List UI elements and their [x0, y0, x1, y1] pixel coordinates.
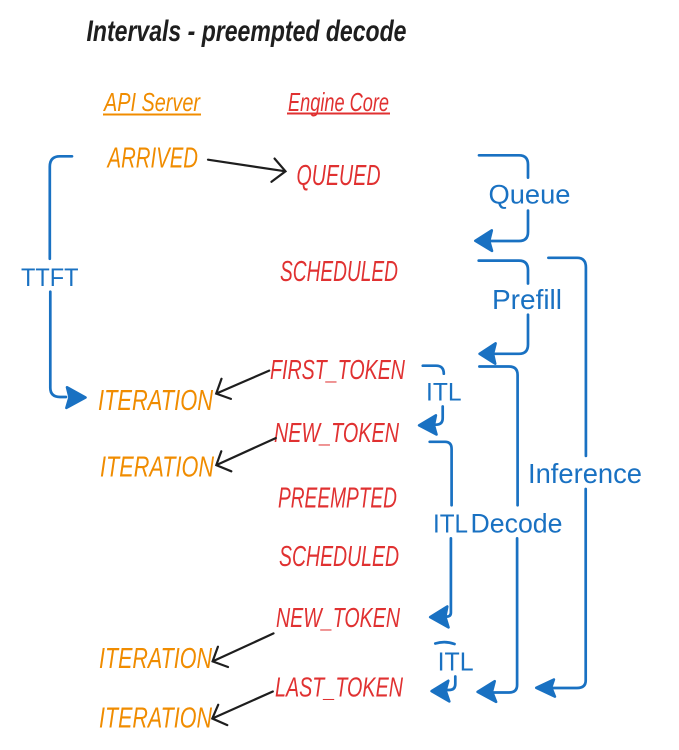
svg-text:NEW_TOKEN: NEW_TOKEN: [276, 602, 401, 633]
svg-text:Intervals - preempted decode: Intervals - preempted decode: [87, 15, 407, 48]
svg-text:ITERATION: ITERATION: [98, 385, 213, 417]
svg-text:FIRST_TOKEN: FIRST_TOKEN: [270, 354, 406, 385]
svg-text:Queue: Queue: [489, 180, 571, 210]
svg-text:LAST_TOKEN: LAST_TOKEN: [275, 672, 404, 703]
svg-text:ITL: ITL: [433, 509, 468, 539]
svg-text:TTFT: TTFT: [21, 264, 79, 292]
svg-text:SCHEDULED: SCHEDULED: [280, 256, 398, 288]
svg-text:QUEUED: QUEUED: [297, 160, 381, 192]
svg-text:ITL: ITL: [438, 647, 474, 677]
svg-text:ITERATION: ITERATION: [99, 703, 212, 735]
svg-text:ITERATION: ITERATION: [99, 643, 212, 675]
svg-text:Engine Core: Engine Core: [288, 87, 389, 117]
svg-text:PREEMPTED: PREEMPTED: [278, 483, 397, 515]
svg-text:NEW_TOKEN: NEW_TOKEN: [274, 417, 400, 448]
svg-text:Prefill: Prefill: [492, 284, 562, 315]
svg-text:ARRIVED: ARRIVED: [106, 143, 198, 175]
svg-text:Decode: Decode: [471, 509, 563, 539]
svg-text:API Server: API Server: [102, 87, 201, 117]
svg-text:ITERATION: ITERATION: [100, 452, 214, 484]
svg-text:Inference: Inference: [528, 458, 642, 489]
svg-text:ITL: ITL: [426, 378, 462, 406]
svg-text:SCHEDULED: SCHEDULED: [279, 541, 399, 573]
